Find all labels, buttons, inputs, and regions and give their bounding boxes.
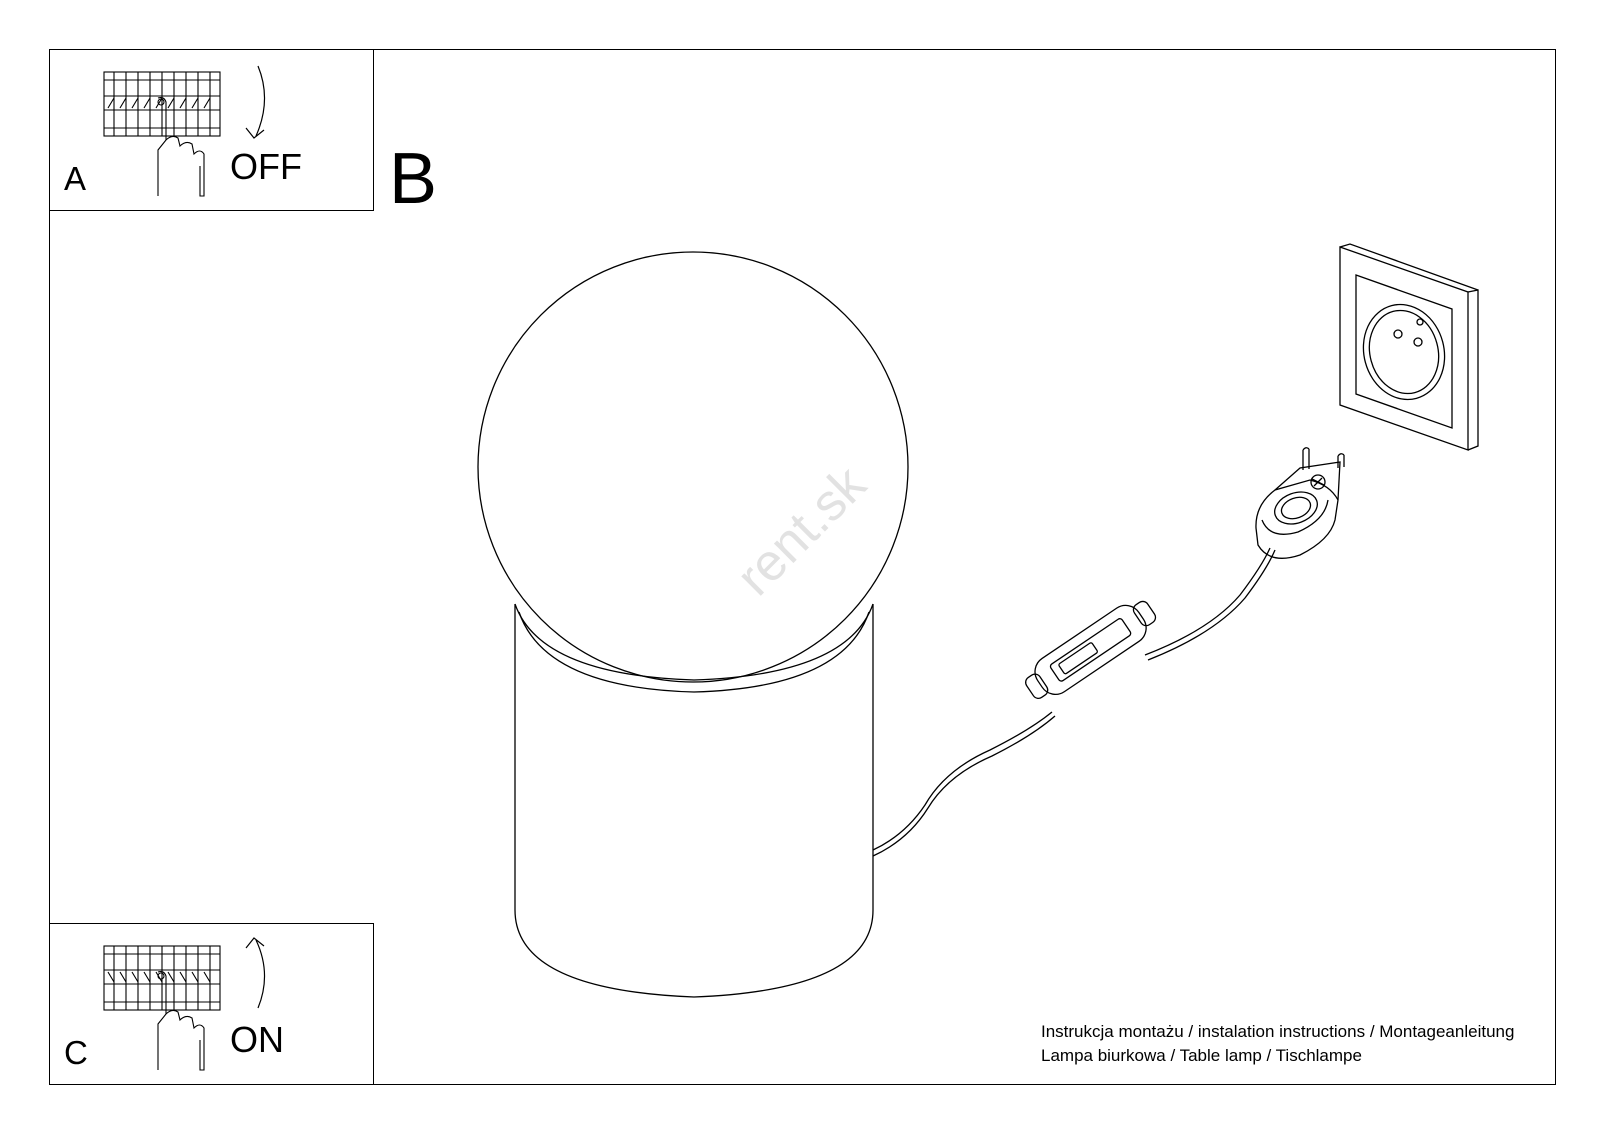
plug-icon [1255,447,1345,559]
power-cable-lower [872,711,1053,851]
inline-switch-icon [1025,600,1157,699]
drawing-frame [49,49,1556,1085]
step-letter: C [64,1034,88,1071]
lamp-globe [477,251,909,683]
breaker-panel-icon [103,71,221,137]
footer-line-2: Lampa biurkowa / Table lamp / Tischlampe [1041,1046,1362,1065]
step-a-panel: A OFF [49,49,374,211]
footer-line-1: Instrukcja montażu / instalation instruc… [1041,1022,1515,1041]
arrow-up-icon [245,937,266,1009]
lamp-base [514,603,874,998]
switch-state-label: OFF [230,146,302,187]
step-c-panel: C ON [49,923,374,1085]
arrow-down-icon [245,65,266,139]
footer-caption: Instrukcja montażu / instalation instruc… [1041,1020,1514,1068]
step-letter: A [64,160,87,197]
breaker-panel-icon [103,945,221,1011]
step-b-letter: B [389,139,438,219]
wall-socket-icon [1339,243,1479,451]
switch-state-label: ON [230,1019,284,1060]
hand-icon [157,970,205,1071]
power-cable-upper [1144,547,1271,656]
hand-icon [157,96,205,197]
